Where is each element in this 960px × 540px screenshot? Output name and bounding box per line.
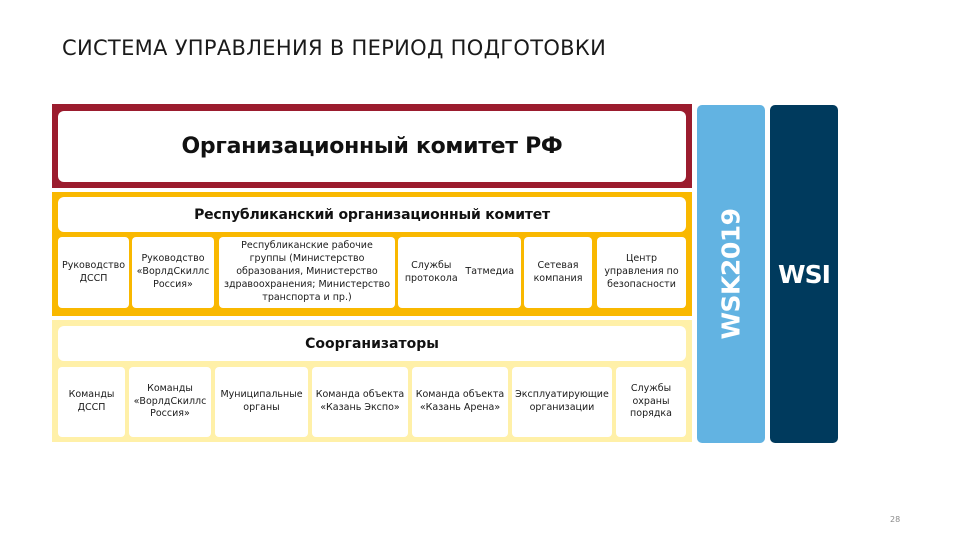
slide-title: СИСТЕМА УПРАВЛЕНИЯ В ПЕРИОД ПОДГОТОВКИ	[62, 36, 607, 60]
rep-cell-working-groups: Республиканские рабочие группы (Министер…	[219, 237, 395, 308]
co-cell-kazan-arena: Команда объекта «Казань Арена»	[412, 367, 508, 437]
wsi-column: WSI	[770, 105, 838, 443]
wsk2019-label: WSK2019	[716, 208, 746, 340]
page-number: 28	[890, 515, 901, 524]
wsi-label: WSI	[778, 259, 831, 289]
co-cell-operating-orgs: Эксплуатирующие организации	[512, 367, 612, 437]
co-organizers-label: Соорганизаторы	[305, 335, 439, 352]
rep-cell-worldskills: Руководство «ВорлдСкиллс Россия»	[132, 237, 214, 308]
republican-committee-header: Республиканский организационный комитет	[58, 197, 686, 232]
org-committee-box: Организационный комитет РФ	[58, 111, 686, 182]
co-organizers-block: Соорганизаторы Команды ДССП Команды «Вор…	[52, 320, 692, 442]
co-cell-kazan-expo: Команда объекта «Казань Экспо»	[312, 367, 408, 437]
republican-committee-label: Республиканский организационный комитет	[194, 206, 550, 223]
rep-cell-dssp: Руководство ДССП	[58, 237, 129, 308]
rep-cell-protocol: Службы протокола	[404, 259, 458, 284]
org-committee-block: Организационный комитет РФ	[52, 104, 692, 188]
rep-cell-protocol-tatmedia: Службы протокола Татмедиа	[398, 237, 521, 308]
rep-cell-tatmedia: Татмедиа	[465, 266, 515, 278]
co-cell-worldskills-teams: Команды «ВорлдСкиллс Россия»	[129, 367, 211, 437]
co-cell-law-enforcement: Службы охраны порядка	[616, 367, 686, 437]
co-cell-dssp-teams: Команды ДССП	[58, 367, 125, 437]
wsk2019-column: WSK2019	[697, 105, 765, 443]
co-cell-municipal: Муниципальные органы	[215, 367, 308, 437]
rep-cell-security-center: Центр управления по безопасности	[597, 237, 686, 308]
org-committee-label: Организационный комитет РФ	[181, 134, 563, 159]
republican-committee-block: Республиканский организационный комитет …	[52, 192, 692, 316]
rep-cell-network: Сетевая компания	[524, 237, 592, 308]
co-organizers-header: Соорганизаторы	[58, 326, 686, 361]
